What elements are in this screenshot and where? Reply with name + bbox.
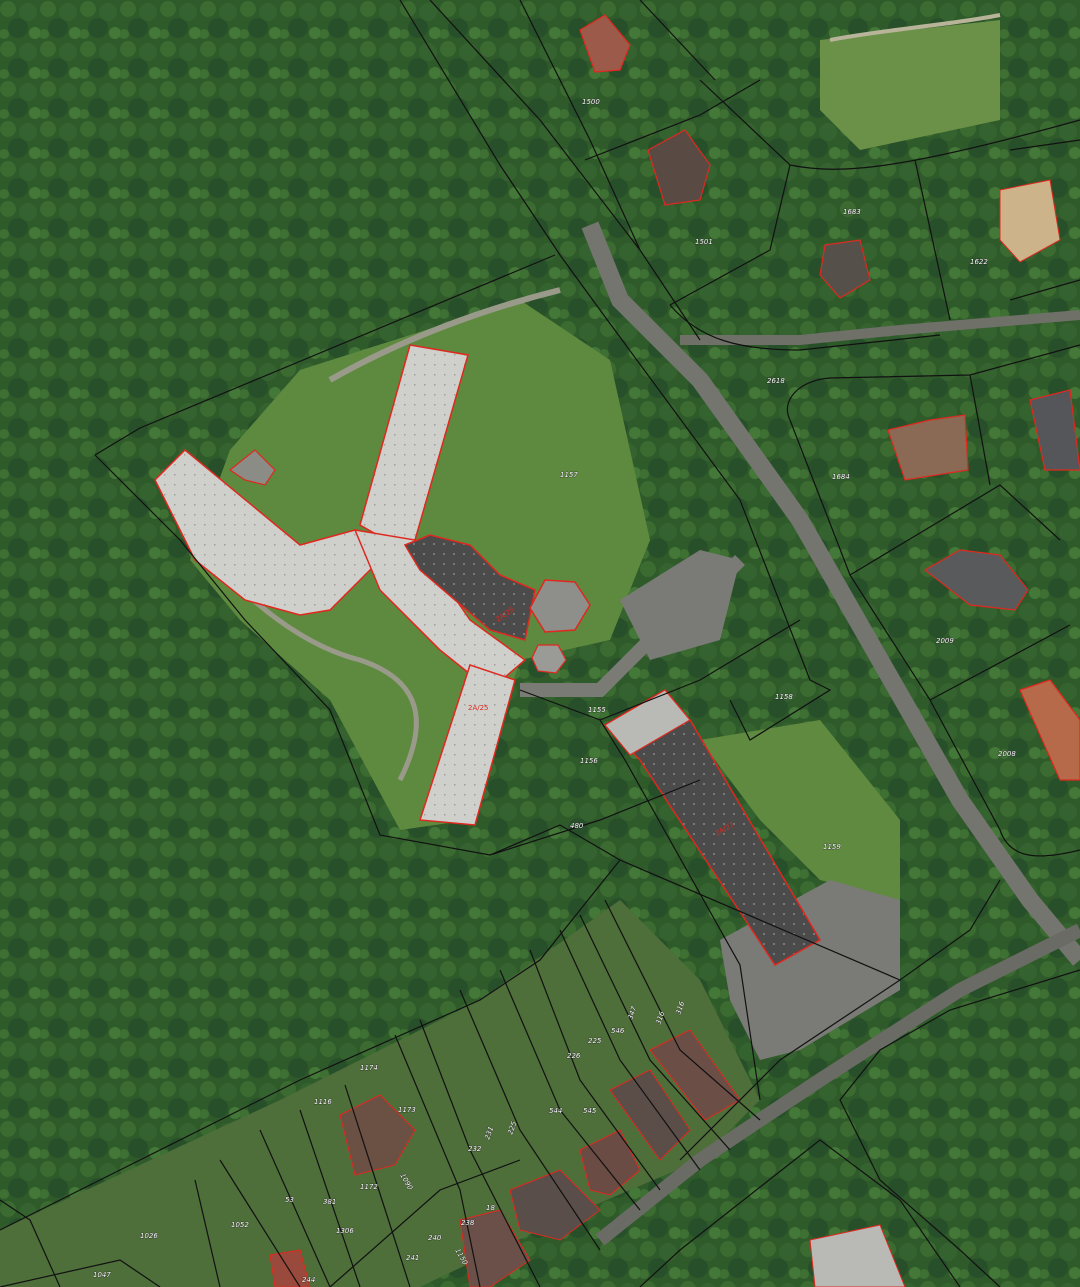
parcel-label[interactable]: 1172 xyxy=(360,1183,379,1192)
row-house[interactable] xyxy=(579,1129,641,1196)
parcel-label[interactable]: 1622 xyxy=(970,258,989,267)
lawn-area-east xyxy=(700,720,900,900)
house[interactable] xyxy=(887,414,969,481)
parcel-label[interactable]: 1306 xyxy=(336,1227,355,1236)
parcel-label[interactable]: 546 xyxy=(611,1027,626,1036)
building-wing-south[interactable] xyxy=(418,664,516,826)
parcel-label[interactable]: 1684 xyxy=(832,473,850,482)
parcel-label[interactable]: 1157 xyxy=(560,471,579,480)
parcel-label[interactable]: 1155 xyxy=(588,706,607,715)
row-house[interactable] xyxy=(809,1224,906,1287)
lawn-area-ne xyxy=(820,20,1000,150)
parcel-label[interactable]: 1500 xyxy=(582,98,601,107)
row-house[interactable] xyxy=(509,1169,601,1241)
row-house[interactable] xyxy=(609,1069,691,1161)
house[interactable] xyxy=(1029,389,1080,471)
parcel-label[interactable]: 225 xyxy=(588,1037,603,1046)
row-house[interactable] xyxy=(339,1094,416,1176)
parcel-label[interactable]: 2008 xyxy=(998,750,1017,759)
parcel-label[interactable]: 480 xyxy=(570,822,585,831)
parcel-label[interactable]: 1156 xyxy=(580,757,599,766)
path-north xyxy=(328,287,561,383)
parcel-label[interactable]: 381 xyxy=(323,1198,337,1207)
house[interactable] xyxy=(579,14,631,73)
house[interactable] xyxy=(647,129,711,206)
parcel-label[interactable]: 1683 xyxy=(843,208,861,217)
south-road xyxy=(595,923,1080,1246)
parcel-label[interactable]: 2618 xyxy=(767,377,786,386)
row-houses xyxy=(269,1029,906,1287)
parcel-label[interactable]: 1174 xyxy=(360,1064,378,1073)
parcel-label[interactable]: 241 xyxy=(406,1254,420,1263)
main-building-complex[interactable] xyxy=(154,344,591,826)
parcel-label[interactable]: 53 xyxy=(285,1196,295,1205)
parcel-label[interactable]: 544 xyxy=(549,1107,563,1116)
octagonal-building[interactable] xyxy=(529,579,591,633)
parcel-label[interactable]: 1159 xyxy=(823,843,842,852)
house[interactable] xyxy=(999,179,1061,263)
parcel-label[interactable]: 545 xyxy=(583,1107,598,1116)
parcel-label[interactable]: 1173 xyxy=(398,1106,416,1115)
annex-west[interactable] xyxy=(228,449,276,486)
parcel-label[interactable]: 244 xyxy=(302,1276,316,1285)
row-house[interactable] xyxy=(269,1249,311,1287)
parcel-label[interactable]: 232 xyxy=(468,1145,483,1154)
house[interactable] xyxy=(923,549,1029,611)
side-road xyxy=(680,310,1080,345)
parcel-label[interactable]: 2009 xyxy=(936,637,955,646)
parcel-label[interactable]: 18 xyxy=(486,1204,496,1213)
parking-lot-east xyxy=(620,550,740,660)
parcel-label[interactable]: 238 xyxy=(461,1219,476,1228)
building-label[interactable]: 2A/25 xyxy=(468,704,489,712)
main-road xyxy=(581,221,1080,966)
parcel-label[interactable]: 1158 xyxy=(775,693,794,702)
parcel-label[interactable]: 226 xyxy=(567,1052,582,1061)
parcel-label[interactable]: 1047 xyxy=(93,1271,112,1280)
path-ne xyxy=(829,13,1001,42)
long-building[interactable] xyxy=(603,689,822,966)
building-dark-wing[interactable] xyxy=(403,534,536,641)
house[interactable] xyxy=(819,239,871,299)
parcel-label[interactable]: 240 xyxy=(428,1234,443,1243)
parcel-label[interactable]: 1116 xyxy=(314,1098,333,1107)
parcel-label[interactable]: 1026 xyxy=(140,1232,159,1241)
houses-northeast xyxy=(579,14,1080,781)
building-wing-west[interactable] xyxy=(154,448,382,616)
parcel-label[interactable]: 1501 xyxy=(695,238,713,247)
house[interactable] xyxy=(1019,679,1080,781)
row-house[interactable] xyxy=(459,1209,531,1287)
small-octagon[interactable] xyxy=(531,644,567,674)
parcel-label[interactable]: 1052 xyxy=(231,1221,250,1230)
